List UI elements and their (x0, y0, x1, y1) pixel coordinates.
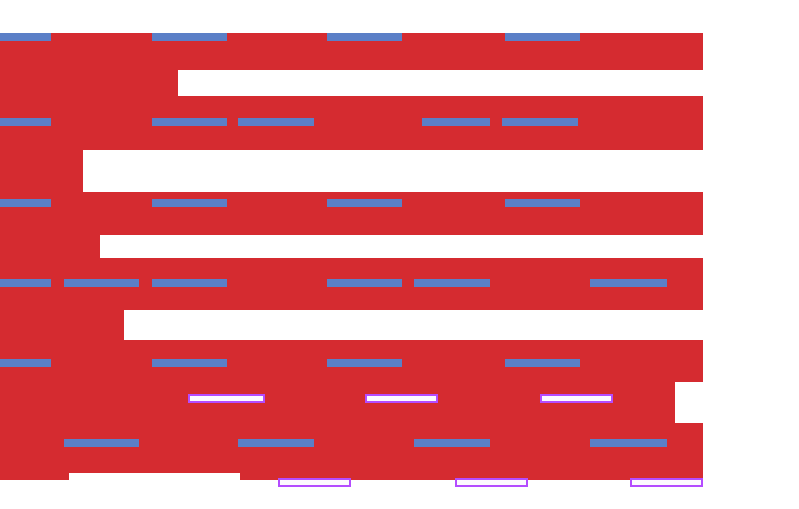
blue-highlight-bar[interactable] (505, 359, 580, 367)
line-gap-5 (675, 382, 703, 423)
blue-highlight-bar[interactable] (414, 439, 490, 447)
line-gap-3 (100, 235, 703, 258)
magenta-highlight-bar[interactable] (540, 394, 613, 403)
blue-highlight-bar[interactable] (590, 279, 667, 287)
blue-highlight-bar[interactable] (422, 118, 490, 126)
magenta-highlight-bar[interactable] (188, 394, 265, 403)
blue-highlight-bar[interactable] (505, 199, 580, 207)
blue-highlight-bar[interactable] (327, 279, 402, 287)
line-gap-2 (83, 150, 703, 192)
blue-highlight-bar[interactable] (152, 359, 227, 367)
blue-highlight-bar[interactable] (0, 279, 51, 287)
magenta-highlight-bar[interactable] (278, 478, 351, 487)
blue-highlight-bar[interactable] (0, 33, 51, 41)
blue-highlight-bar[interactable] (505, 33, 580, 41)
blue-highlight-bar[interactable] (327, 199, 402, 207)
blue-highlight-bar[interactable] (0, 359, 51, 367)
blue-highlight-bar[interactable] (152, 118, 227, 126)
blue-highlight-bar[interactable] (152, 279, 227, 287)
blue-highlight-bar[interactable] (238, 118, 314, 126)
blue-highlight-bar[interactable] (64, 279, 139, 287)
line-gap-6 (69, 473, 240, 509)
blue-highlight-bar[interactable] (502, 118, 578, 126)
blue-highlight-bar[interactable] (414, 279, 490, 287)
blue-highlight-bar[interactable] (0, 199, 51, 207)
blue-highlight-bar[interactable] (238, 439, 314, 447)
magenta-highlight-bar[interactable] (455, 478, 528, 487)
magenta-highlight-bar[interactable] (630, 478, 703, 487)
blue-highlight-bar[interactable] (64, 439, 139, 447)
line-gap-1 (178, 70, 703, 96)
line-gap-4 (124, 310, 703, 340)
blue-highlight-bar[interactable] (327, 359, 402, 367)
magenta-highlight-bar[interactable] (365, 394, 438, 403)
blue-highlight-bar[interactable] (590, 439, 667, 447)
blue-highlight-bar[interactable] (152, 199, 227, 207)
blue-highlight-bar[interactable] (152, 33, 227, 41)
blue-highlight-bar[interactable] (0, 118, 51, 126)
blue-highlight-bar[interactable] (327, 33, 402, 41)
